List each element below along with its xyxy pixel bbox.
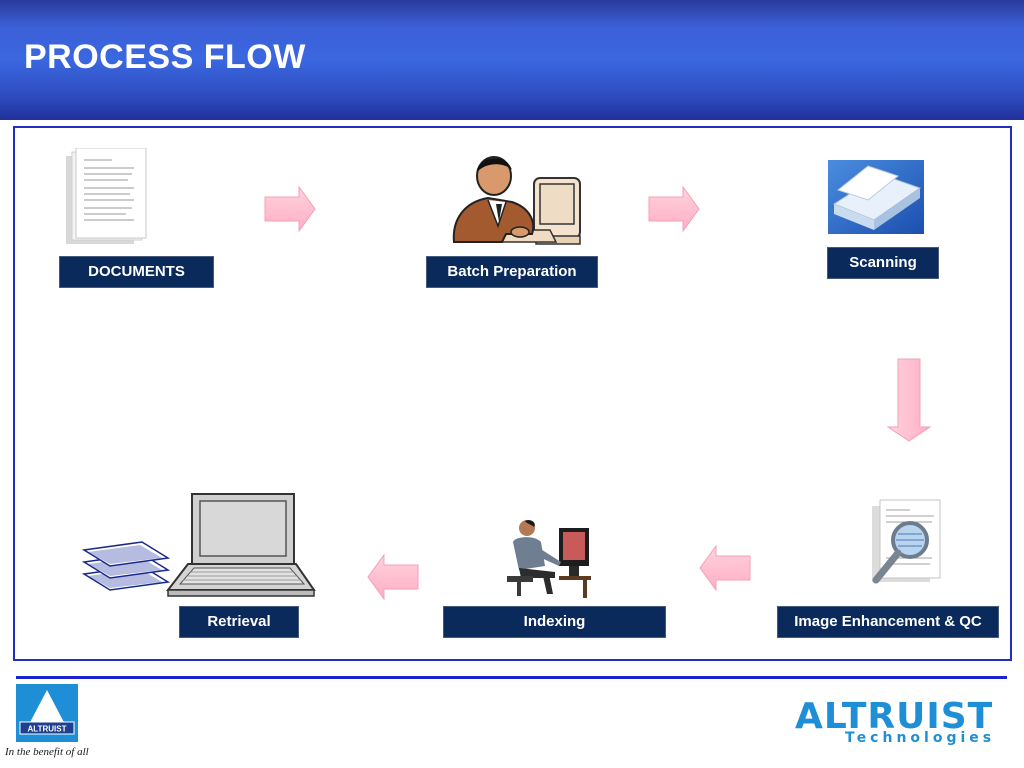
laptop-documents-icon [82, 493, 316, 597]
step-documents-label: DOCUMENTS [59, 256, 214, 288]
tagline: In the benefit of all [5, 746, 89, 758]
brand-name: ALTRUIST [795, 696, 994, 737]
diagram-frame [13, 126, 1012, 661]
footer-divider [16, 676, 1007, 679]
step-image-enhancement-label: Image Enhancement & QC [777, 606, 999, 638]
documents-icon [66, 148, 147, 244]
arrow-left-icon [367, 554, 419, 600]
magnifier-document-icon [872, 499, 941, 584]
step-retrieval-label: Retrieval [179, 606, 299, 638]
altruist-logo-icon: ALTRUIST [16, 684, 78, 742]
worker-at-computer-icon [452, 156, 581, 245]
brand-subtitle: Technologies [845, 730, 996, 746]
arrow-left-icon [699, 545, 751, 591]
step-batch-preparation-label: Batch Preparation [426, 256, 598, 288]
arrow-right-icon [648, 186, 700, 232]
header-banner: PROCESS FLOW [0, 0, 1024, 120]
page-title: PROCESS FLOW [24, 38, 306, 76]
step-indexing-label: Indexing [443, 606, 666, 638]
scanner-icon [828, 160, 924, 234]
step-scanning-label: Scanning [827, 247, 939, 279]
logo-text: ALTRUIST [28, 725, 67, 734]
arrow-right-icon [264, 186, 316, 232]
arrow-down-icon [886, 358, 932, 442]
person-at-desk-icon [507, 520, 591, 598]
